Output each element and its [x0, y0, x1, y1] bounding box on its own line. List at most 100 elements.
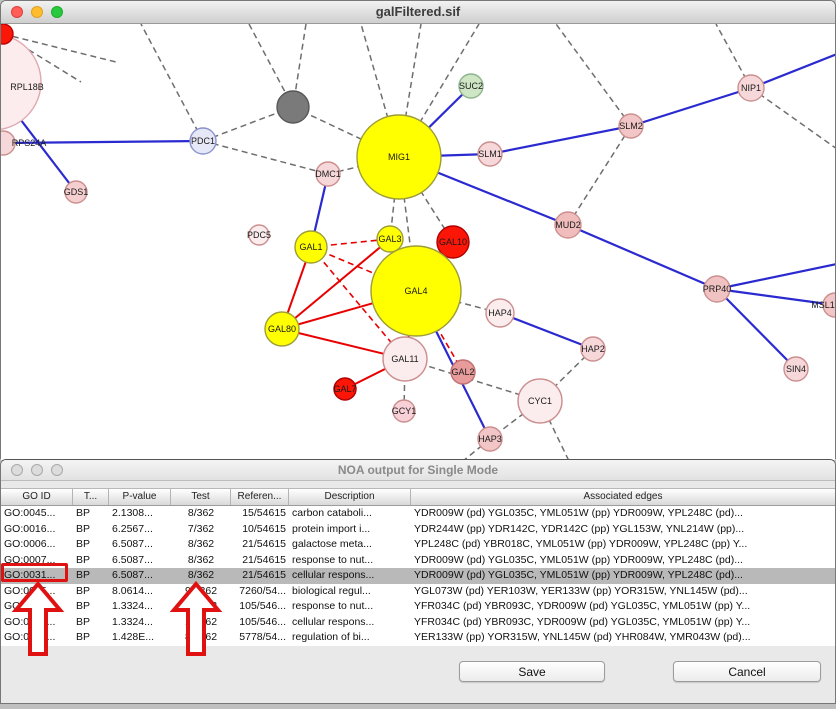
cell: 17/362: [184, 600, 218, 612]
node-gal2[interactable]: [450, 359, 476, 385]
edge-dashed[interactable]: [248, 24, 294, 108]
zoom-button[interactable]: [51, 6, 63, 18]
node-gds1[interactable]: [64, 180, 88, 204]
noa-window-titlebar[interactable]: NOA output for Single Mode: [1, 460, 835, 481]
node-gal1[interactable]: [294, 230, 328, 264]
edge-blue[interactable]: [716, 287, 835, 307]
node-pdc1[interactable]: [189, 127, 217, 155]
cell: 21/54615: [242, 538, 286, 550]
cell: response to nut...: [292, 553, 374, 566]
cell: GO:0006...: [4, 538, 56, 550]
edge-dashed[interactable]: [398, 156, 454, 243]
node-unlabeled-gray[interactable]: [276, 90, 310, 124]
cell: 8/362: [187, 538, 215, 550]
cell: 8/362: [187, 569, 215, 581]
cell: 94/362: [184, 584, 218, 597]
cell: 15/54615: [242, 507, 286, 519]
zoom-button[interactable]: [51, 464, 63, 476]
column-header-referen[interactable]: Referen...: [231, 489, 289, 505]
node-mig1[interactable]: [356, 114, 442, 200]
node-gal80[interactable]: [264, 311, 300, 347]
node-gal11[interactable]: [382, 336, 428, 382]
cell: GO:0031...: [4, 569, 56, 581]
node-gal3[interactable]: [376, 225, 404, 253]
cell: BP: [76, 600, 91, 612]
minimize-button[interactable]: [31, 464, 43, 476]
node-rps24a[interactable]: [1, 130, 16, 156]
edge-blue[interactable]: [499, 311, 594, 351]
edge-blue[interactable]: [2, 139, 204, 145]
edge-blue[interactable]: [750, 53, 835, 90]
node-hap4[interactable]: [485, 298, 515, 328]
cell: GO:0045...: [4, 507, 56, 519]
node-msl1[interactable]: [822, 292, 835, 318]
edge-dashed[interactable]: [750, 87, 835, 149]
node-slm2[interactable]: [618, 113, 644, 139]
node-suc2[interactable]: [458, 73, 484, 99]
minimize-button[interactable]: [31, 6, 43, 18]
network-window-titlebar[interactable]: galFiltered.sif: [1, 1, 835, 24]
node-gcy1[interactable]: [392, 399, 416, 423]
edge-blue[interactable]: [630, 86, 752, 128]
cell: 21/54615: [242, 569, 286, 581]
edge-dashed[interactable]: [202, 140, 329, 175]
column-header-p-value[interactable]: P-value: [109, 489, 171, 505]
node-gal4[interactable]: [370, 245, 462, 337]
node-gal7[interactable]: [333, 377, 357, 401]
cell: 10/54615: [242, 522, 286, 535]
column-header-test[interactable]: Test: [171, 489, 231, 505]
node-dmc1[interactable]: [315, 161, 341, 187]
cell: GO:0019...: [4, 631, 56, 643]
cell: YFR034C (pd) YBR093C, YDR009W (pd) YGL03…: [414, 615, 751, 628]
column-header-go-id[interactable]: GO ID: [1, 489, 73, 505]
column-header-t[interactable]: T...: [73, 489, 109, 505]
node-cyc1[interactable]: [517, 378, 563, 424]
node-sin4[interactable]: [783, 356, 809, 382]
edge-dashed[interactable]: [140, 24, 204, 142]
node-pdc5[interactable]: [248, 224, 270, 246]
node-gal10[interactable]: [436, 225, 470, 259]
edge-blue[interactable]: [489, 124, 632, 156]
edge-red[interactable]: [281, 238, 391, 330]
network-graph[interactable]: RPL18BRPS24AGDS1PDC1DMC1MIG1SUC2SLM1SLM2…: [1, 24, 835, 460]
edge-dashed[interactable]: [202, 106, 294, 142]
edge-dashed[interactable]: [555, 24, 632, 127]
cell: BP: [76, 538, 91, 550]
save-button[interactable]: Save: [459, 661, 605, 682]
cell: BP: [76, 631, 91, 643]
column-header-associated-edges[interactable]: Associated edges: [583, 491, 663, 502]
cell: BP: [76, 615, 91, 628]
edge-blue[interactable]: [567, 223, 718, 291]
column-header-description[interactable]: Description: [289, 489, 411, 505]
node-slm1[interactable]: [477, 141, 503, 167]
cell: BP: [76, 584, 91, 597]
close-button[interactable]: [11, 6, 23, 18]
cell: GO:0031...: [4, 615, 56, 628]
edge-blue[interactable]: [716, 288, 797, 370]
edge-dashed[interactable]: [567, 125, 632, 226]
cell: 105/546...: [239, 615, 286, 628]
edge-red-dashed[interactable]: [310, 246, 406, 360]
close-button[interactable]: [11, 464, 23, 476]
node-mud2[interactable]: [554, 211, 582, 239]
cancel-button[interactable]: Cancel: [673, 661, 821, 682]
node-hap3[interactable]: [477, 426, 503, 452]
edge-blue[interactable]: [716, 263, 835, 291]
node-unlabeled-red[interactable]: [1, 24, 14, 45]
node-rpl18b[interactable]: [1, 33, 42, 131]
node-hap2[interactable]: [580, 336, 606, 362]
node-prp40[interactable]: [703, 275, 731, 303]
node-nip1[interactable]: [737, 74, 765, 102]
cell: 80/362: [184, 631, 218, 643]
